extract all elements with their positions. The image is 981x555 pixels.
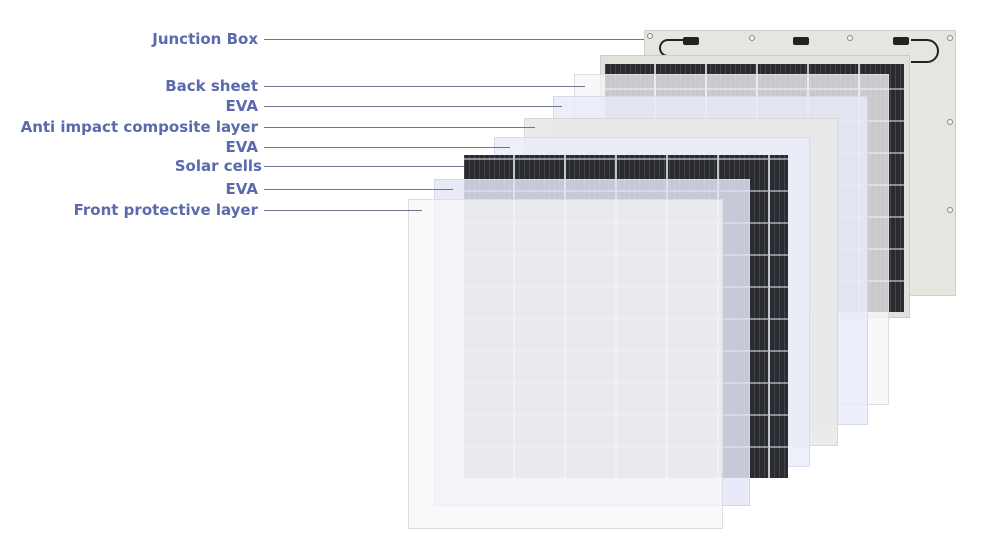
label-junction-box: Junction Box bbox=[152, 30, 258, 48]
junction-box-icon bbox=[893, 37, 909, 45]
label-eva-1: EVA bbox=[225, 97, 258, 115]
leader-line-eva-1 bbox=[264, 106, 562, 107]
junction-box-icon bbox=[683, 37, 699, 45]
leader-line-eva-2 bbox=[264, 147, 510, 148]
front-protective-layer bbox=[408, 199, 723, 529]
mount-hole bbox=[947, 35, 953, 41]
leader-line-front-protective bbox=[264, 210, 422, 211]
label-back-sheet: Back sheet bbox=[165, 77, 258, 95]
mount-hole bbox=[947, 207, 953, 213]
label-anti-impact: Anti impact composite layer bbox=[20, 118, 258, 136]
leader-line-back-sheet bbox=[264, 86, 585, 87]
leader-line-junction-box bbox=[264, 39, 644, 40]
leader-line-solar-cells bbox=[264, 166, 464, 167]
label-eva-2: EVA bbox=[225, 138, 258, 156]
mount-hole bbox=[647, 33, 653, 39]
junction-box-icon bbox=[793, 37, 809, 45]
label-eva-3: EVA bbox=[225, 180, 258, 198]
mount-hole bbox=[847, 35, 853, 41]
label-solar-cells: Solar cells bbox=[174, 157, 262, 175]
cable-icon bbox=[911, 39, 939, 63]
leader-line-anti-impact bbox=[264, 127, 535, 128]
mount-hole bbox=[749, 35, 755, 41]
leader-line-eva-3 bbox=[264, 189, 453, 190]
label-front-protective: Front protective layer bbox=[73, 201, 258, 219]
mount-hole bbox=[947, 119, 953, 125]
